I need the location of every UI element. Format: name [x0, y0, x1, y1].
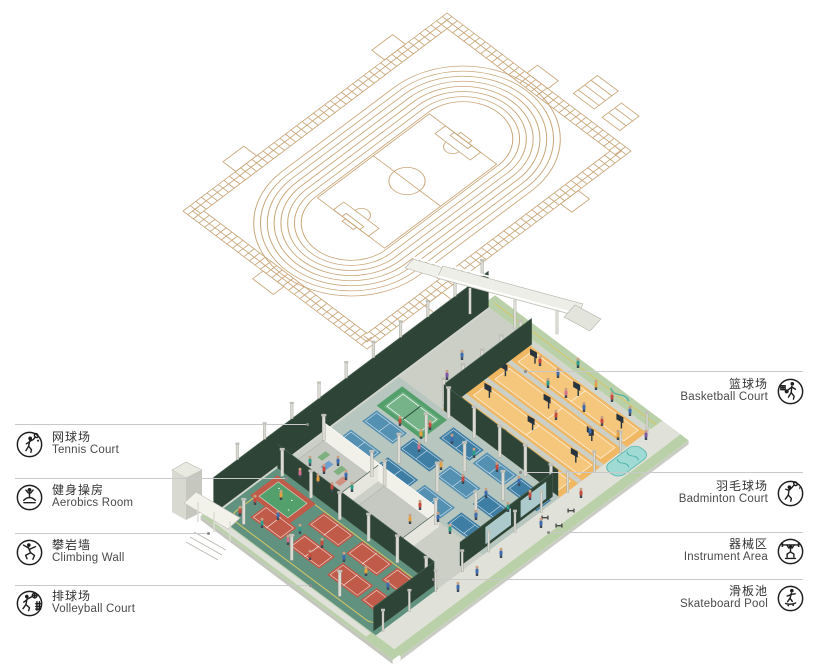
label-instrument-area: 器械区 Instrument Area — [684, 537, 804, 565]
leader-line-instrument — [547, 531, 803, 534]
basketball-player-icon — [777, 378, 804, 404]
upright-structures — [171, 256, 689, 664]
skateboarder-icon — [777, 585, 804, 611]
leader-line-climbing — [15, 532, 210, 535]
label-aerobics-room: 健身操房 Aerobics Room — [16, 483, 133, 511]
leader-line-badminton — [519, 471, 803, 474]
label-skateboard-pool: 滑板池 Skateboard Pool — [680, 584, 804, 612]
label-en: Instrument Area — [683, 551, 768, 564]
badminton-player-icon — [777, 480, 804, 506]
label-zh: 排球场 — [52, 589, 92, 603]
leader-line-tennis — [15, 423, 309, 426]
meditation-icon — [16, 484, 43, 510]
leader-dot — [432, 578, 435, 581]
label-zh: 篮球场 — [728, 377, 768, 391]
leader-dot — [519, 471, 522, 474]
tennis-player-icon — [16, 431, 43, 457]
leader-dot — [547, 531, 550, 534]
leader-line-skateboard — [432, 578, 803, 581]
label-zh: 羽毛球场 — [715, 479, 768, 493]
volleyball-player-icon — [16, 590, 43, 616]
label-tennis-court: 网球场 Tennis Court — [16, 430, 119, 458]
label-zh: 器械区 — [728, 537, 768, 551]
label-en: Volleyball Court — [52, 603, 136, 616]
label-zh: 健身操房 — [52, 483, 105, 497]
label-en: Skateboard Pool — [679, 598, 768, 611]
label-badminton-court: 羽毛球场 Badminton Court — [679, 479, 804, 507]
label-en: Tennis Court — [52, 444, 119, 457]
climber-icon — [16, 539, 43, 565]
leader-line-aerobics — [15, 477, 288, 480]
label-zh: 滑板池 — [728, 584, 768, 598]
leader-dot — [524, 370, 527, 373]
label-en: Aerobics Room — [52, 497, 134, 510]
leader-dot — [309, 584, 312, 587]
label-zh: 网球场 — [52, 430, 92, 444]
running-track-level — [182, 12, 640, 350]
leader-dot — [207, 532, 210, 535]
leader-line-volleyball — [15, 584, 312, 587]
label-volleyball-court: 排球场 Volleyball Court — [16, 589, 135, 617]
leader-dot — [306, 423, 309, 426]
label-climbing-wall: 攀岩墙 Climbing Wall — [16, 538, 124, 566]
label-basketball-court: 篮球场 Basketball Court — [680, 377, 804, 405]
leader-line-basketball — [524, 370, 803, 373]
label-en: Badminton Court — [678, 493, 768, 506]
leader-dot — [285, 477, 288, 480]
label-en: Climbing Wall — [52, 552, 125, 565]
label-en: Basketball Court — [680, 391, 768, 404]
weightlifter-icon — [777, 538, 804, 564]
label-zh: 攀岩墙 — [52, 538, 92, 552]
